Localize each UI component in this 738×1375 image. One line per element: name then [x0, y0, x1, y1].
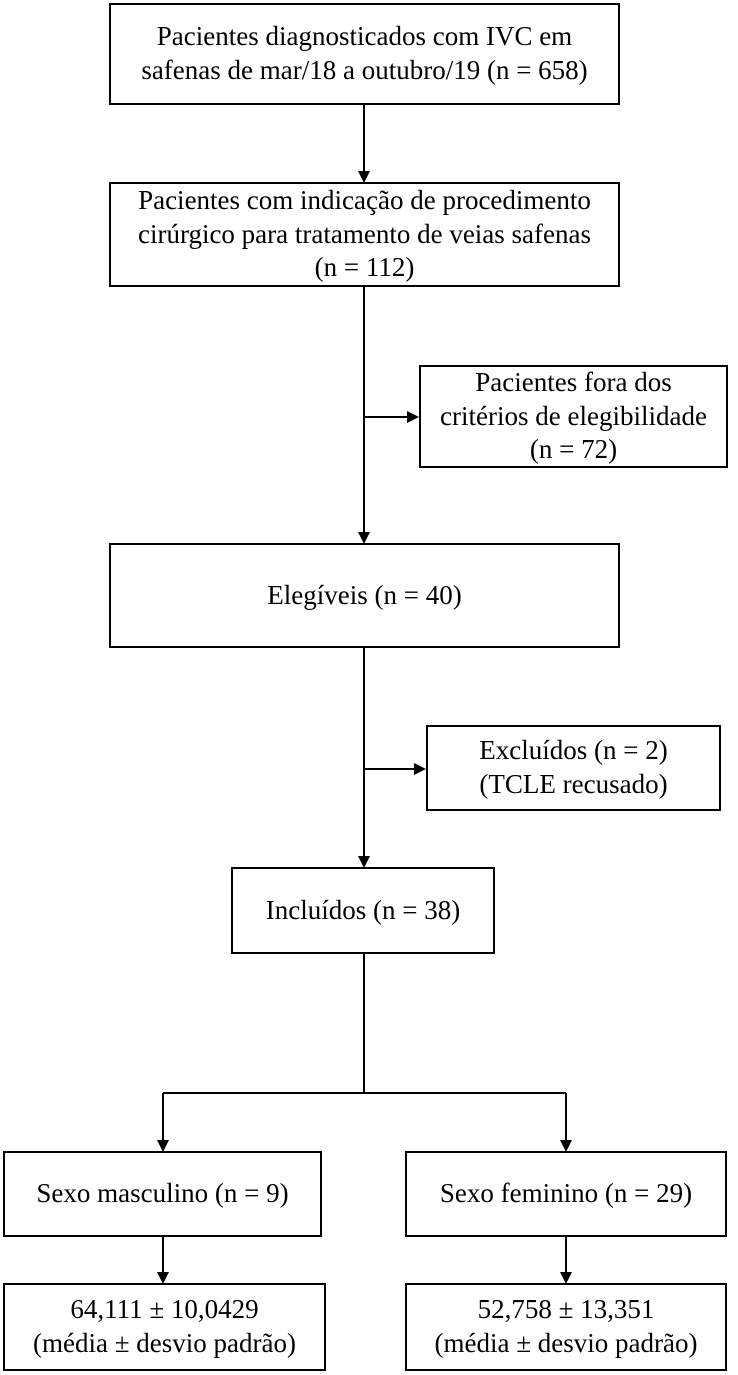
box-eligible: Elegíveis (n = 40): [109, 543, 620, 648]
box-male: Sexo masculino (n = 9): [3, 1151, 322, 1237]
box-excluded: Excluídos (n = 2) (TCLE recusado): [426, 725, 721, 811]
box-female-stats-line1: 52,758 ± 13,351: [477, 1294, 655, 1325]
box-female-line1: Sexo feminino (n = 29): [439, 1178, 693, 1209]
box-ineligible-patients: Pacientes fora dos critérios de elegibil…: [419, 365, 728, 468]
box-excluded-line2: (TCLE recusado): [479, 769, 668, 799]
box-included-line1: Incluídos (n = 38): [265, 894, 461, 925]
box-surgical-indication: Pacientes com indicação de procedimento …: [109, 182, 620, 287]
box-diagnosed-patients: Pacientes diagnosticados com IVC em safe…: [109, 3, 620, 105]
box-indication-line2: cirúrgico para tratamento de veias safen…: [137, 218, 592, 249]
box-male-stats-line2: (média ± desvio padrão): [33, 1328, 296, 1358]
box-male-line1: Sexo masculino (n = 9): [36, 1178, 289, 1209]
box-male-stats: 64,111 ± 10,0429 (média ± desvio padrão): [3, 1283, 326, 1371]
box-diagnosed-line2: safenas de mar/18 a outubro/19 (n = 658): [141, 55, 588, 85]
box-female-stats: 52,758 ± 13,351 (média ± desvio padrão): [405, 1283, 727, 1371]
box-excluded-line1: Excluídos (n = 2): [479, 735, 668, 766]
box-diagnosed-line1: Pacientes diagnosticados com IVC em: [156, 21, 573, 52]
box-ineligible-line1: Pacientes fora dos: [475, 366, 672, 397]
box-female-stats-line2: (média ± desvio padrão): [434, 1328, 698, 1358]
box-indication-line1: Pacientes com indicação de procedimento: [138, 184, 591, 215]
box-female: Sexo feminino (n = 29): [405, 1151, 727, 1237]
box-included: Incluídos (n = 38): [231, 867, 495, 954]
box-ineligible-line2: critérios de elegibilidade: [440, 400, 707, 431]
box-ineligible-line3: (n = 72): [529, 434, 618, 465]
box-indication-line3: (n = 112): [314, 252, 415, 283]
box-eligible-line1: Elegíveis (n = 40): [267, 579, 462, 610]
box-male-stats-line1: 64,111 ± 10,0429: [70, 1294, 259, 1325]
